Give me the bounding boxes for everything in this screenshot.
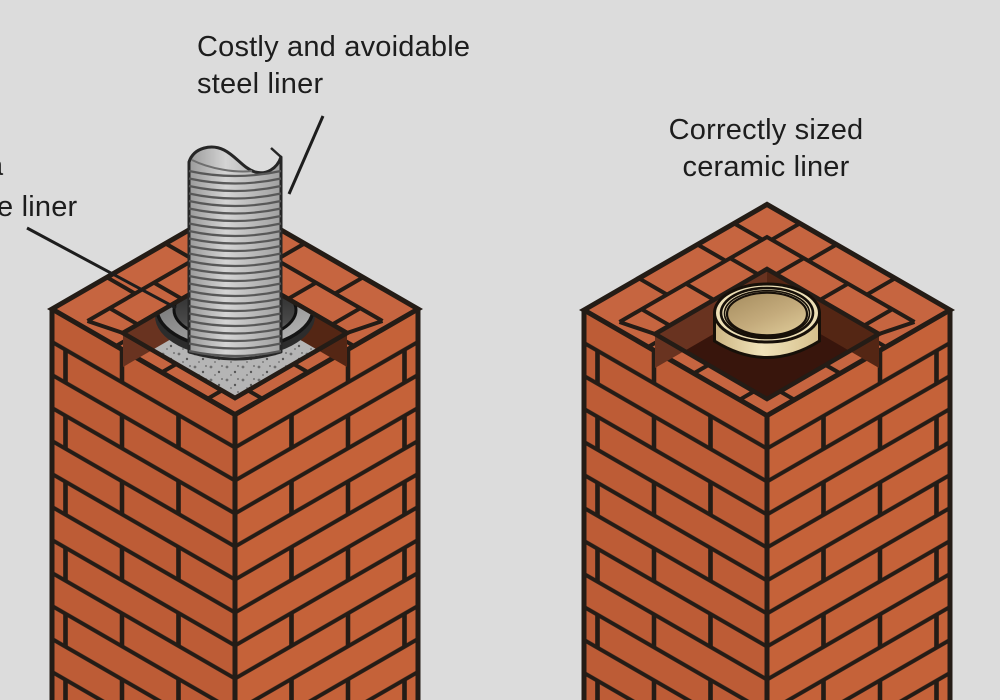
label-steel-line2: steel liner <box>197 68 324 100</box>
right-chimney <box>584 204 950 700</box>
leader-line-steel <box>287 115 325 195</box>
label-steel-line1: Costly and avoidable <box>197 31 471 63</box>
steel-corrugations <box>188 169 282 358</box>
leader-line-cutoff <box>26 226 177 310</box>
label-ceramic-line1: Correctly sized <box>668 114 864 146</box>
label-ceramic-liner: Correctly sized ceramic liner <box>566 112 966 186</box>
label-cutoff-line1: a <box>0 148 3 185</box>
label-steel-liner: Costly and avoidable steel liner <box>197 29 470 103</box>
ceramic-liner-opening <box>725 291 809 337</box>
label-ceramic-line2: ceramic liner <box>682 151 850 183</box>
label-cutoff-line2: e liner <box>0 191 78 223</box>
ceramic-liner <box>713 282 821 359</box>
steel-liner <box>187 145 283 361</box>
